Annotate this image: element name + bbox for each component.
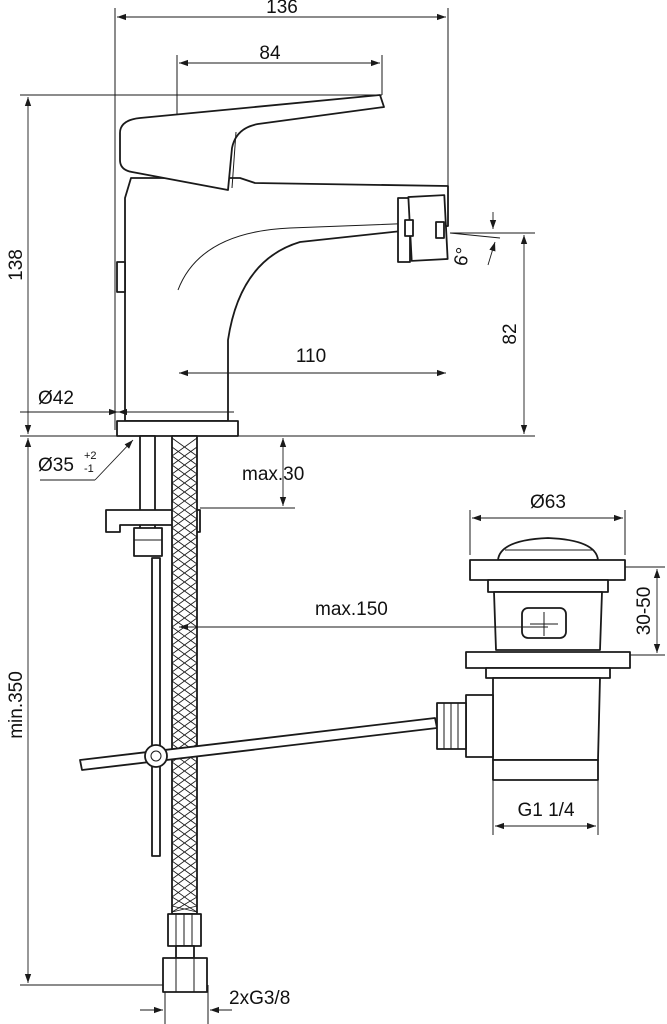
hose-braid-line xyxy=(171,464,198,484)
label-hole-tol-minus: -1 xyxy=(84,463,94,475)
hose-braid-line xyxy=(171,653,198,673)
hose-braid-line xyxy=(171,590,198,610)
label-hole-diameter: Ø35 xyxy=(38,455,74,476)
hose-braid-line xyxy=(171,716,198,736)
hose-braid-line xyxy=(171,842,198,862)
label-overall-width: 136 xyxy=(266,0,298,18)
aerator xyxy=(397,194,449,263)
hose-braid-line xyxy=(171,626,198,646)
hose-braid-line xyxy=(171,581,198,601)
hose-braid-line xyxy=(171,680,198,700)
hose-braid-line xyxy=(171,725,198,745)
hose-braid-line xyxy=(171,878,198,898)
hose-braid-line xyxy=(171,824,198,844)
hose-braid-line xyxy=(171,446,198,466)
hose-braid-line xyxy=(171,806,198,826)
dimension-labels: 136 84 138 110 82 6° Ø42 Ø35 +2 -1 max.3… xyxy=(6,0,655,1009)
waste-assembly xyxy=(436,537,631,781)
label-hose-thread: 2xG3/8 xyxy=(229,988,290,1009)
label-waste-thread: G1 1/4 xyxy=(517,800,574,821)
hose-braid-line xyxy=(171,635,198,655)
hose-braid-line xyxy=(171,851,198,871)
label-tilt-angle: 6° xyxy=(450,246,474,268)
hose-braid-line xyxy=(171,545,198,565)
hose-braid-line xyxy=(171,797,198,817)
hose-braid-line xyxy=(171,644,198,664)
hose-braid-line xyxy=(171,491,198,511)
label-overall-height: 138 xyxy=(6,249,27,281)
hose-braid-line xyxy=(171,608,198,628)
hose-braid-line xyxy=(171,500,198,520)
hose-braid-line xyxy=(171,473,198,493)
hose-braid-line xyxy=(171,536,198,556)
label-hole-tol-plus: +2 xyxy=(84,450,97,462)
dimension-lines xyxy=(20,13,661,1014)
hose-braid-line xyxy=(171,887,198,907)
hose-braid-line xyxy=(171,689,198,709)
hose-braid-line xyxy=(171,869,198,889)
hose-braid-line xyxy=(171,599,198,619)
hose-braid-line xyxy=(171,518,198,538)
hose-braid-line xyxy=(171,833,198,853)
faucet-body xyxy=(116,177,449,437)
hose-braid-line xyxy=(171,896,198,913)
hose-braid-line xyxy=(171,707,198,727)
label-spout-height: 82 xyxy=(500,323,521,344)
hose-braid-line xyxy=(171,662,198,682)
label-spout-reach: 110 xyxy=(296,346,326,367)
hose-braid-line xyxy=(171,572,198,592)
hose-braid-line xyxy=(171,509,198,529)
hose-braid-line xyxy=(171,554,198,574)
label-max-deck: max.30 xyxy=(242,464,304,485)
hose-braid-line xyxy=(171,779,198,799)
label-min-length: min.350 xyxy=(6,671,27,739)
label-max-hose: max.150 xyxy=(315,599,388,620)
hose-braid-line xyxy=(171,770,198,790)
hose-braid-line xyxy=(171,455,198,475)
popup-linkage xyxy=(79,717,438,771)
hose-braid-line xyxy=(171,815,198,835)
hose-braid-line xyxy=(171,905,198,913)
label-waste-diameter: Ø63 xyxy=(530,492,566,513)
hose-braid-line xyxy=(171,671,198,691)
hose-braid-line xyxy=(171,788,198,808)
hose-braid-line xyxy=(171,563,198,583)
hose-braid-line xyxy=(171,437,198,457)
label-waste-range: 30-50 xyxy=(634,587,655,636)
hose-braid-line xyxy=(171,761,198,781)
hose-braid-line xyxy=(171,527,198,547)
faucet-lever xyxy=(119,94,385,191)
extension-lines xyxy=(20,8,665,1024)
label-lever-width: 84 xyxy=(259,43,281,64)
hose-braid-line xyxy=(171,698,198,718)
label-base-diameter: Ø42 xyxy=(38,388,74,409)
hose-braid-line xyxy=(171,482,198,502)
mounting-assembly xyxy=(105,435,201,857)
flexible-hose xyxy=(162,435,208,993)
hose-braid-line xyxy=(171,860,198,880)
